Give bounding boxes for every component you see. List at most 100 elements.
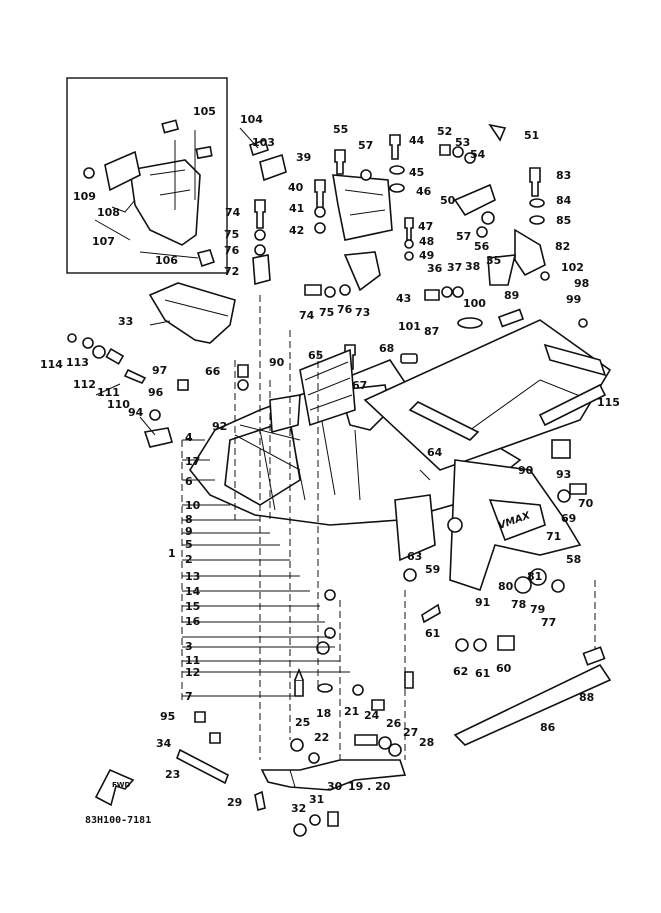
- callout-55: 55: [333, 123, 348, 136]
- stern-bracket-plate: [363, 319, 612, 481]
- callout-93: 93: [556, 468, 571, 481]
- callout-25: 25: [295, 716, 310, 729]
- callout-61b: 61: [425, 627, 440, 640]
- callout-40: 40: [288, 181, 304, 194]
- callout-1: 1: [168, 547, 176, 560]
- callout-74b: 74: [299, 309, 315, 322]
- callout-88: 88: [579, 691, 594, 704]
- callout-39: 39: [296, 151, 311, 164]
- callout-52: 52: [437, 125, 452, 138]
- callout-2: 2: [185, 553, 193, 566]
- callout-96: 96: [148, 386, 164, 399]
- callout-31: 31: [309, 793, 324, 806]
- callout-18: 18: [316, 707, 331, 720]
- callout-36: 36: [427, 262, 443, 275]
- callout-33: 33: [118, 315, 133, 328]
- callout-87: 87: [424, 325, 439, 338]
- callout-37: 37: [447, 261, 462, 274]
- callout-79: 79: [530, 603, 545, 616]
- callout-8: 8: [185, 513, 193, 526]
- callout-35: 35: [486, 254, 501, 267]
- callout-32: 32: [291, 802, 306, 815]
- callout-54: 54: [470, 148, 486, 161]
- callout-77: 77: [541, 616, 556, 629]
- callout-89: 89: [504, 289, 519, 302]
- callout-110: 110: [107, 398, 130, 411]
- callout-61: 61: [475, 667, 490, 680]
- callout-115: 115: [597, 396, 620, 409]
- callout-101: 101: [398, 320, 421, 333]
- callout-15: 15: [185, 600, 200, 613]
- callout-11: 11: [185, 654, 200, 667]
- callout-47: 47: [418, 220, 433, 233]
- callout-76b: 76: [337, 303, 353, 316]
- callout-57: 57: [456, 230, 471, 243]
- callout-71: 71: [546, 530, 561, 543]
- plate-93: [551, 439, 571, 459]
- callout-60: 60: [496, 662, 512, 675]
- callout-72: 72: [224, 265, 239, 278]
- leader-lines: [94, 130, 596, 760]
- callout-10: 10: [185, 499, 201, 512]
- callout-108: 108: [97, 206, 120, 219]
- callout-75: 75: [224, 228, 239, 241]
- callout-17: 17: [185, 455, 200, 468]
- callout-59: 59: [425, 563, 440, 576]
- callout-44: 44: [409, 134, 425, 147]
- callout-68: 68: [379, 342, 394, 355]
- callout-78: 78: [511, 598, 526, 611]
- callout-63: 63: [407, 550, 422, 563]
- callout-41: 41: [289, 202, 304, 215]
- callout-57-top: 57: [358, 139, 373, 152]
- callout-103: 103: [252, 136, 275, 149]
- fwd-arrow: FWD: [94, 768, 135, 807]
- callout-14: 14: [185, 585, 201, 598]
- callout-80: 80: [498, 580, 514, 593]
- bracket-parts-top: [239, 123, 546, 364]
- callout-109: 109: [73, 190, 96, 203]
- callout-48: 48: [419, 235, 434, 248]
- callout-95: 95: [160, 710, 175, 723]
- callout-6: 6: [185, 475, 193, 488]
- callout-83: 83: [556, 169, 571, 182]
- callout-30: 30: [327, 780, 343, 793]
- callout-112: 112: [73, 378, 96, 391]
- callout-82: 82: [555, 240, 570, 253]
- callout-92: 92: [212, 420, 227, 433]
- callout-102: 102: [561, 261, 584, 274]
- callout-73: 73: [355, 306, 370, 319]
- callout-50: 50: [440, 194, 456, 207]
- callout-56: 56: [474, 240, 490, 253]
- callout-23: 23: [165, 768, 180, 781]
- callout-24: 24: [364, 709, 380, 722]
- callout-97: 97: [152, 364, 167, 377]
- callout-12: 12: [185, 666, 200, 679]
- callout-5: 5: [185, 538, 193, 551]
- lower-parts: [176, 748, 407, 791]
- callout-46: 46: [416, 185, 432, 198]
- inset-frame: [66, 77, 228, 274]
- callout-38: 38: [465, 260, 480, 273]
- callout-65: 65: [308, 349, 323, 362]
- callout-99: 99: [566, 293, 581, 306]
- callout-21: 21: [344, 705, 359, 718]
- callout-81: 81: [527, 570, 542, 583]
- callout-76: 76: [224, 244, 240, 257]
- callout-3: 3: [185, 640, 193, 653]
- callout-29: 29: [227, 796, 242, 809]
- callout-98: 98: [574, 277, 589, 290]
- callout-91: 91: [475, 596, 490, 609]
- callout-49: 49: [419, 249, 434, 262]
- inset-bracket: [83, 119, 216, 268]
- callout-19-20: 19 . 20: [348, 780, 391, 793]
- callout-4: 4: [185, 431, 193, 444]
- callout-62: 62: [453, 665, 468, 678]
- diagram-code: 83H100-7181: [85, 815, 151, 826]
- callout-13: 13: [185, 570, 200, 583]
- callout-90: 90: [269, 356, 285, 369]
- callout-105: 105: [193, 105, 216, 118]
- callout-45: 45: [409, 166, 424, 179]
- callout-69: 69: [561, 512, 576, 525]
